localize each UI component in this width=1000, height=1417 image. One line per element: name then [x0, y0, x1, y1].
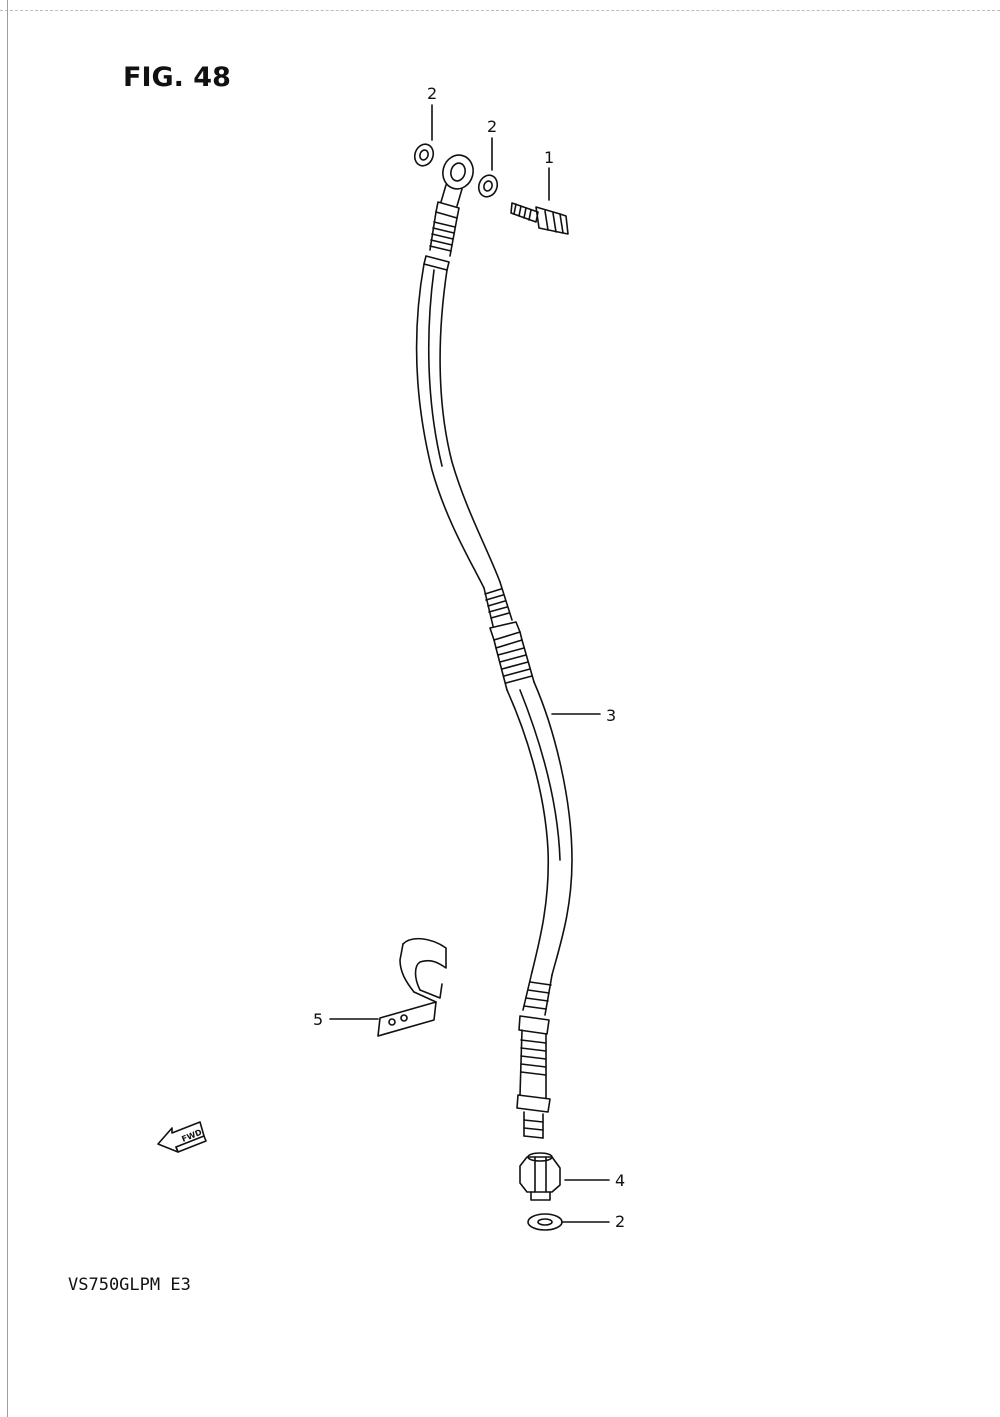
leader-lines — [329, 104, 610, 1223]
callout-washer-top-right: 2 — [487, 117, 498, 136]
brake-hose — [415, 263, 573, 1139]
model-code: VS750GLPM E3 — [68, 1275, 191, 1295]
upper-ferrule — [423, 211, 458, 271]
scan-edge-left — [7, 0, 8, 1417]
figure-title: FIG. 48 — [123, 62, 231, 93]
callout-hose-clamp: 5 — [313, 1010, 324, 1029]
union-bolt — [510, 202, 569, 235]
washer-top-left — [413, 143, 435, 167]
callout-hose-nut: 4 — [615, 1171, 626, 1190]
callout-washer-top-left: 2 — [427, 84, 438, 103]
scan-edge-top — [0, 10, 1000, 11]
hose-clamp — [377, 937, 447, 1037]
hose-nut — [519, 1152, 561, 1201]
banjo-fitting — [435, 154, 474, 219]
callout-washer-bottom: 2 — [615, 1212, 626, 1231]
callout-union-bolt: 1 — [544, 148, 555, 167]
washer-bottom — [527, 1213, 563, 1231]
washer-top-right — [477, 174, 499, 198]
fwd-arrow-icon — [157, 1121, 207, 1153]
callout-brake-hose: 3 — [606, 706, 617, 725]
